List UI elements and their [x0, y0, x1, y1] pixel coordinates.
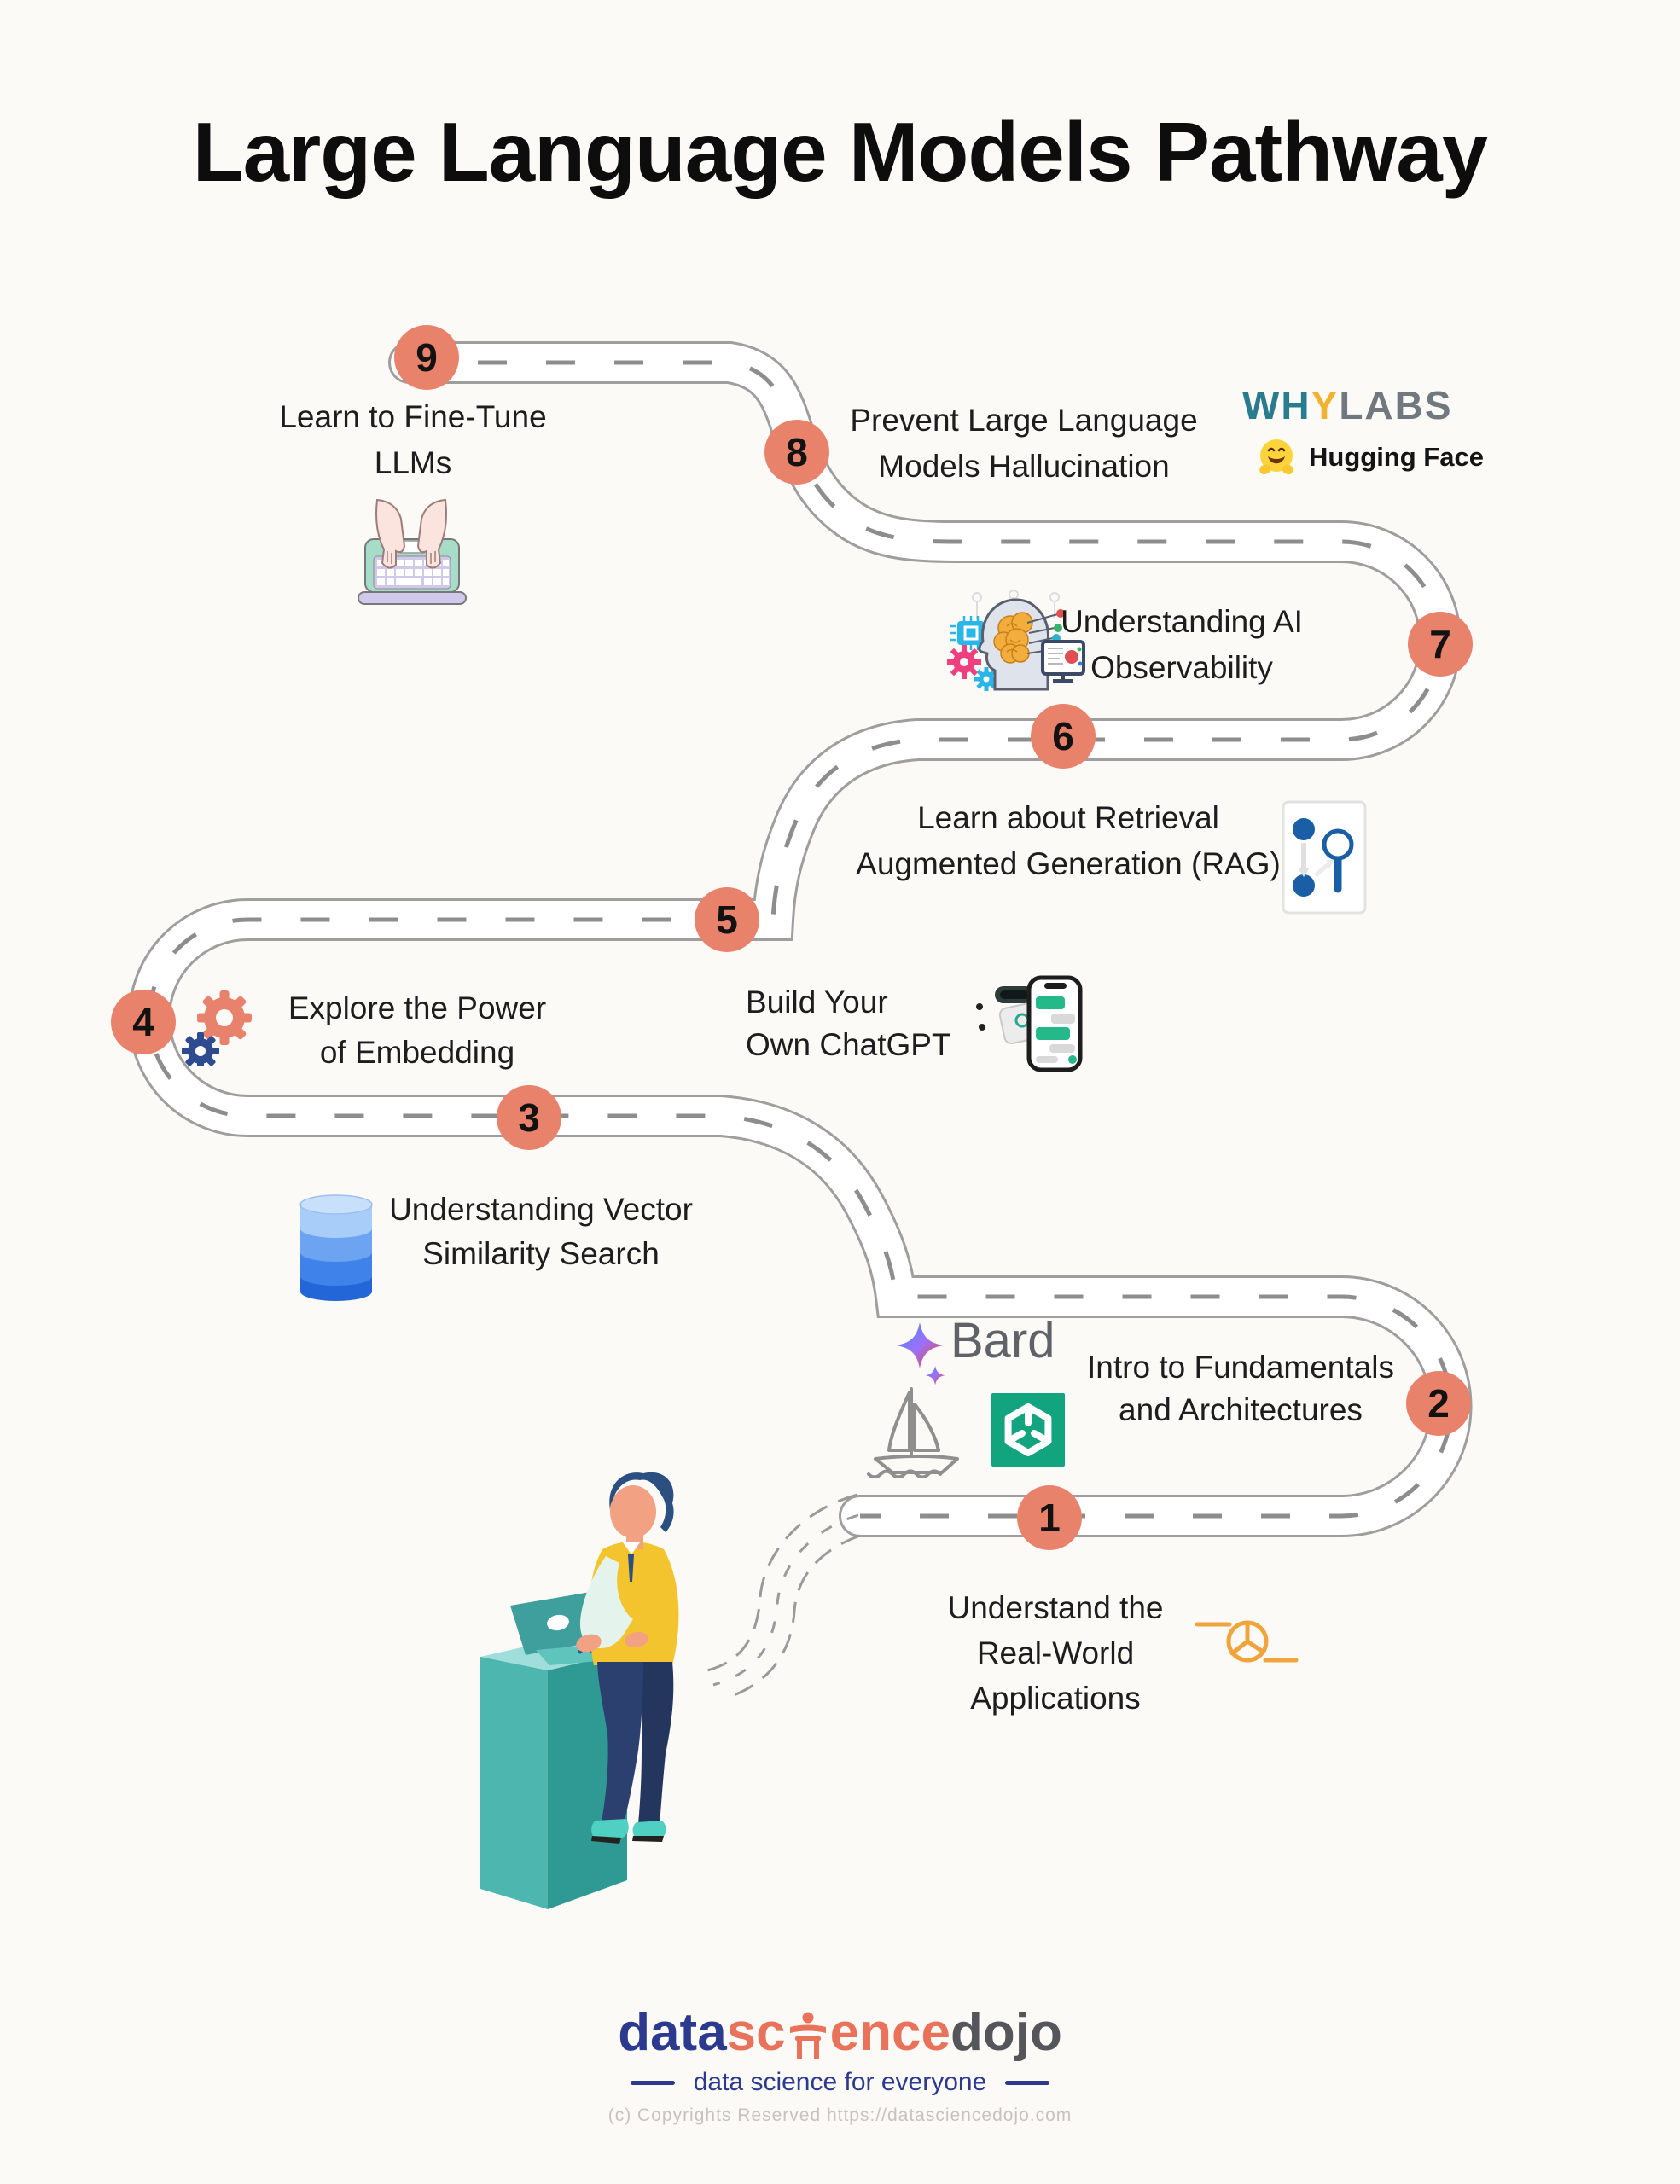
database-icon [299, 1194, 373, 1301]
page-title: Large Language Models Pathway [192, 105, 1489, 199]
step-4-marker: 4 [111, 990, 176, 1054]
step-3-marker: 3 [497, 1085, 561, 1150]
tagline-dash-right [1005, 2080, 1050, 2085]
chat-phone-icon [976, 975, 1083, 1072]
step-8-marker: 8 [764, 420, 829, 485]
step-2-marker: 2 [1406, 1371, 1471, 1436]
step-2-label: Intro to Fundamentals and Architectures [1087, 1350, 1394, 1427]
huggingface-logo: Hugging Face [1256, 437, 1484, 478]
step-7-marker: 7 [1408, 612, 1473, 677]
step-1-marker: 1 [1017, 1485, 1082, 1550]
brand-data: data [618, 2003, 727, 2062]
step-8-label: Prevent Large Language Models Hallucinat… [850, 403, 1198, 484]
retrieval-search-icon [1282, 800, 1367, 915]
step-9-marker: 9 [394, 325, 459, 390]
gears-icon [182, 990, 252, 1066]
step-7-label: Understanding AI Observability [1061, 604, 1303, 685]
brand-tagline-row: data science for everyone [0, 2068, 1680, 2097]
step-5-label: Build Your Own ChatGPT [746, 985, 951, 1062]
tagline-dash-left [630, 2080, 675, 2085]
whylabs-logo: WHYLABS [1242, 382, 1453, 428]
road-start-sketch [699, 1493, 861, 1699]
step-5-marker: 5 [695, 887, 759, 952]
step-1-label: Understand the Real-World Applications [947, 1590, 1164, 1716]
openai-logo [991, 1393, 1065, 1467]
ai-head-monitor-icon [947, 590, 1085, 691]
step-4-label: Explore the Power of Embedding [288, 990, 547, 1070]
brand-tagline: data science for everyone [693, 2068, 987, 2096]
brand-dojo: dojo [950, 2003, 1062, 2062]
step-9-label: Learn to Fine-Tune LLMs [279, 399, 547, 480]
bard-logo-label: Bard [950, 1313, 1055, 1368]
step-3-label: Understanding Vector Similarity Search [389, 1192, 693, 1271]
brand-sc: sc [726, 2003, 786, 2062]
pie-chart-icon [1195, 1620, 1299, 1663]
person-at-standing-desk-illustration [480, 1472, 679, 1909]
whylabs-logo-part1: WH [1242, 383, 1311, 427]
bard-star-icon [897, 1322, 945, 1385]
hugging-face-emoji [1259, 439, 1293, 475]
sailboat-icon [867, 1387, 959, 1478]
typing-hands-icon [358, 498, 467, 605]
step-6-label: Learn about Retrieval Augmented Generati… [856, 800, 1281, 881]
copyright-line: (c) Copyrights Reserved https://datascie… [607, 2106, 1073, 2125]
step-6-marker: 6 [1031, 704, 1096, 769]
brand-ence: ence [829, 2003, 950, 2062]
torii-gate-icon [789, 2012, 826, 2059]
huggingface-logo-label: Hugging Face [1309, 442, 1484, 472]
whylabs-logo-part2: Y [1311, 383, 1340, 427]
whylabs-logo-part3: LABS [1339, 383, 1453, 427]
